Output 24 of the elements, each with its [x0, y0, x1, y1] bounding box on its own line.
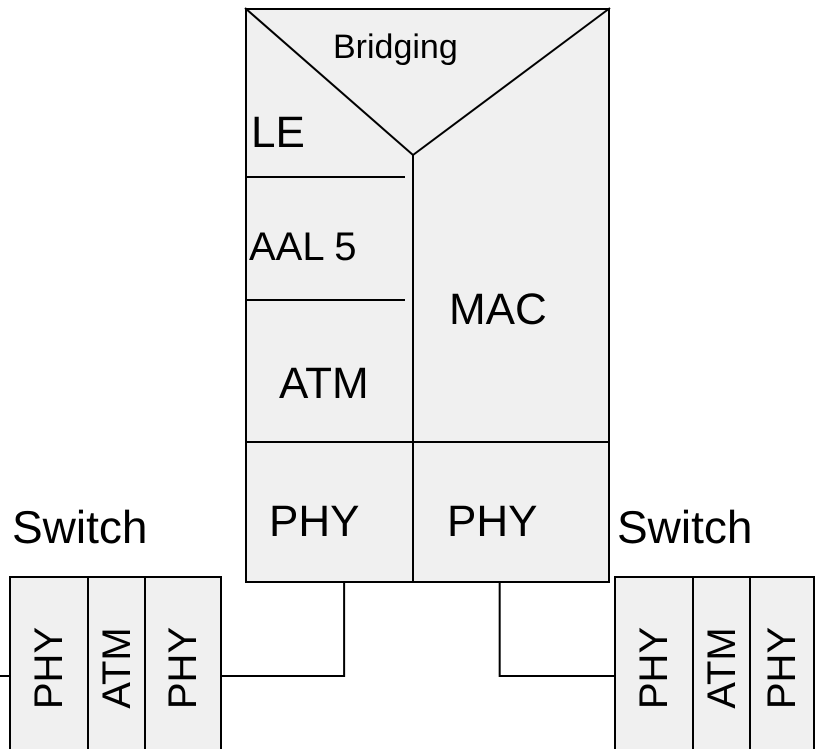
layer-cell	[692, 576, 751, 749]
layer-cell	[87, 576, 146, 749]
layer-label: PHY	[634, 626, 674, 710]
layer-label: PHY	[447, 500, 538, 544]
layer-label: LE	[251, 111, 305, 155]
layer-label: MAC	[449, 288, 547, 332]
switch-heading: Switch	[12, 504, 148, 550]
link-line	[498, 583, 614, 677]
switch-heading: Switch	[617, 504, 752, 550]
layer-cell	[749, 576, 815, 749]
layer-label: ATM	[279, 362, 369, 406]
layer-cell	[9, 576, 89, 749]
layer-cell	[144, 576, 222, 749]
layer-label: Bridging	[333, 30, 458, 64]
layer-label: ATM	[702, 627, 742, 709]
link-line	[0, 675, 9, 677]
layer-label: AAL 5	[249, 227, 356, 267]
layer-label: PHY	[762, 626, 802, 710]
layer-label: PHY	[163, 626, 203, 710]
layer-label: PHY	[29, 626, 69, 710]
layer-label: ATM	[96, 627, 136, 709]
link-line	[222, 583, 346, 677]
layer-label: PHY	[269, 500, 360, 544]
layer-cell	[614, 576, 694, 749]
